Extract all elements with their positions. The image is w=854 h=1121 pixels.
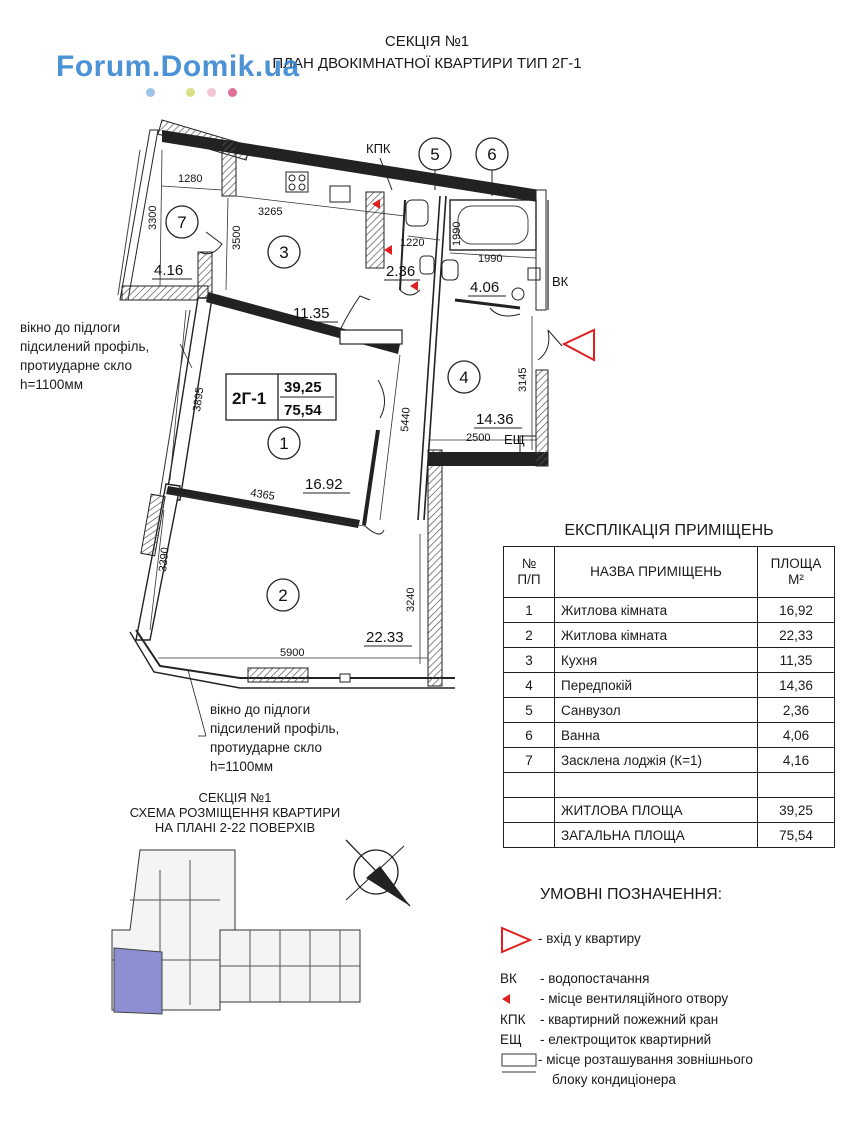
page-subtitle: ПЛАН ДВОКІМНАТНОЇ КВАРТИРИ ТИП 2Г-1 (272, 55, 582, 72)
room-number: 4 (459, 368, 468, 387)
legend-vent-icon (502, 994, 510, 1004)
dimension-labels: 1280 3265 3300 3500 1220 1990 1990 3895 … (147, 173, 529, 659)
legend-entrance-icon (501, 926, 533, 954)
room-number: 3 (279, 243, 288, 262)
dim-label: 3390 (157, 547, 171, 573)
room-number: 7 (177, 213, 186, 232)
room-numbers: 1 2 3 4 5 6 7 (177, 145, 496, 605)
inner-walls (166, 171, 563, 535)
legend-kpk-code: КПК (500, 1012, 526, 1027)
logo-dot (146, 88, 155, 97)
dim-label: 5440 (399, 407, 413, 432)
room-area: 2.36 (386, 263, 415, 280)
building-scheme (111, 849, 361, 1015)
table-row-empty (503, 772, 835, 798)
vk-label: ВК (552, 274, 569, 289)
room-area: 14.36 (476, 411, 514, 428)
window-note-leader (179, 343, 193, 369)
total-area-value: 75,54 (284, 402, 322, 419)
room-area: 4.16 (154, 262, 183, 279)
kpk-leader (379, 157, 393, 191)
legend-vent-text: - місце вентиляційного отвору (540, 991, 729, 1006)
room-number: 2 (278, 586, 287, 605)
dim-label: 4365 (250, 487, 276, 503)
dim-label: 3145 (517, 368, 529, 392)
logo-dot (228, 88, 237, 97)
area-underlines (152, 278, 522, 647)
dim-label: 3500 (231, 226, 243, 250)
legend-ac-icon (501, 1053, 537, 1067)
dim-label: 2500 (466, 432, 490, 444)
legend-ac-text-2: блоку кондиціонера (552, 1072, 676, 1087)
room-number: 6 (487, 145, 496, 164)
logo-dot (207, 88, 216, 97)
scheme-title: СЕКЦІЯ №1 СХЕМА РОЗМІЩЕННЯ КВАРТИРИ НА П… (129, 790, 341, 835)
legend-esch-code: ЕЩ (500, 1032, 522, 1047)
room-areas: 16.92 22.33 11.35 14.36 2.36 4.06 4.16 (154, 262, 514, 646)
legend-entrance: - вхід у квартиру (538, 931, 641, 946)
room-markers (165, 137, 509, 612)
room-number: 5 (430, 145, 439, 164)
dim-label: 5900 (280, 647, 304, 659)
kpk-label: КПК (366, 141, 391, 156)
dim-label: 3240 (405, 588, 417, 612)
legend-title: УМОВНІ ПОЗНАЧЕННЯ: (540, 886, 723, 903)
outer-walls (129, 130, 549, 689)
entrance-marker-icon (561, 328, 595, 362)
dim-label: 1280 (178, 173, 202, 185)
esch-label: ЕЩ (504, 432, 525, 447)
dimension-lines (149, 149, 537, 664)
window-note-1: вікно до підлоги підсилений профіль, про… (20, 320, 150, 392)
window-note-leader (187, 669, 207, 737)
room-number: 1 (279, 434, 288, 453)
apartment-type-badge: 2Г-1 39,25 75,54 (225, 373, 337, 421)
dim-label: 1990 (451, 222, 463, 246)
logo-dot (186, 88, 195, 97)
legend-vk-code: ВК (500, 971, 517, 986)
dim-label: 3300 (147, 206, 159, 230)
watermark-logo: Forum.Domik.ua (56, 50, 300, 83)
compass-icon (345, 839, 411, 907)
apartment-highlight (113, 947, 163, 1015)
living-area-value: 39,25 (284, 379, 322, 396)
dim-label: 3895 (191, 387, 206, 413)
dim-label: 3265 (258, 206, 282, 218)
vent-marker (384, 245, 392, 255)
room-area: 4.06 (470, 279, 499, 296)
dim-label: 1990 (478, 253, 502, 265)
room-area: 22.33 (366, 629, 404, 646)
room-area: 16.92 (305, 476, 343, 493)
legend-esch-text: - електрощиток квартирний (540, 1032, 712, 1047)
page-title: СЕКЦІЯ №1 (384, 33, 470, 50)
legend-vk-text: - водопостачання (540, 971, 650, 986)
apartment-type: 2Г-1 (232, 389, 266, 408)
dim-label: 1220 (400, 237, 424, 249)
legend-kpk-text: - квартирний пожежний кран (540, 1012, 719, 1027)
vent-marker (372, 199, 380, 209)
vent-marker (410, 281, 418, 291)
legend-ac-text: - місце розташування зовнішнього (538, 1052, 753, 1067)
explication-title: ЕКСПЛІКАЦІЯ ПРИМІЩЕНЬ (564, 522, 774, 539)
window-note-2: вікно до підлоги підсилений профіль, про… (210, 702, 340, 774)
room-area: 11.35 (293, 305, 329, 322)
